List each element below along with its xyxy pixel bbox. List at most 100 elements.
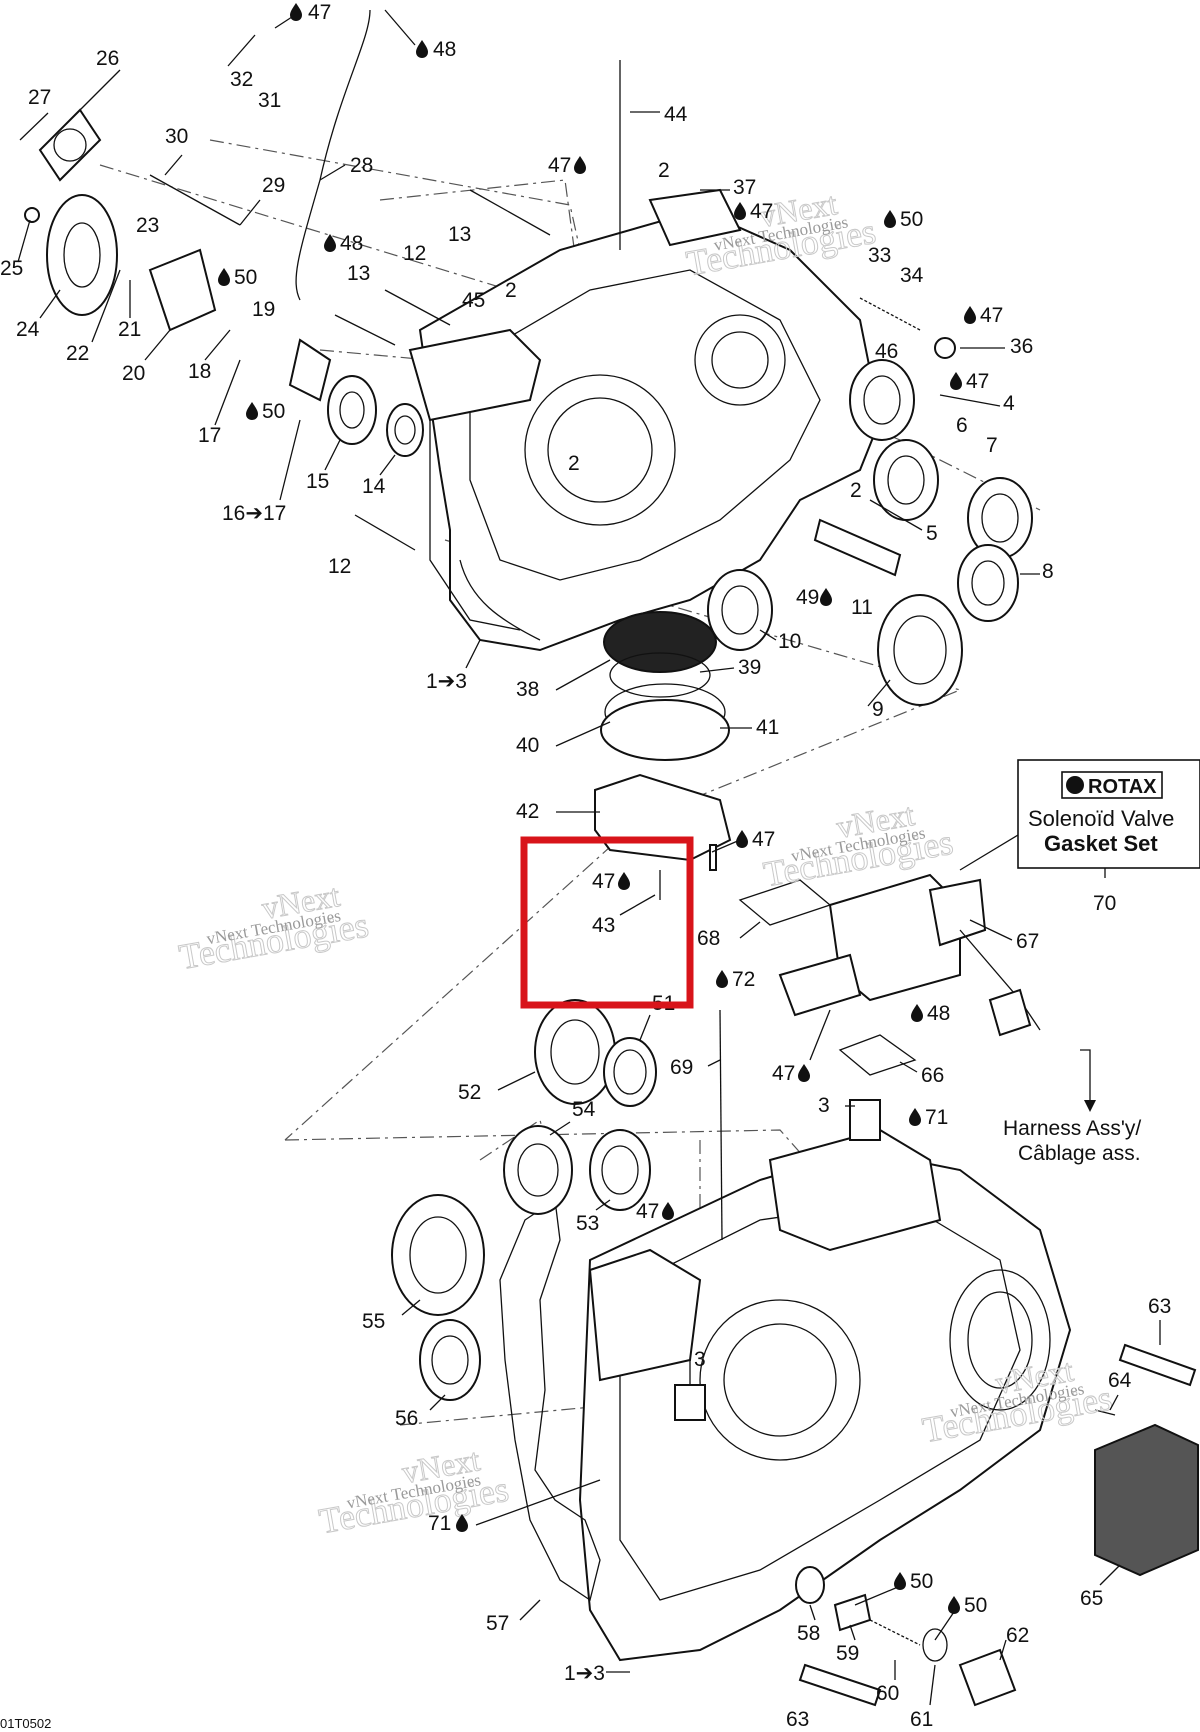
label-2-a: 2 [658,159,670,182]
label-47-g: 47 [980,304,1003,327]
label-58: 58 [797,1622,820,1645]
label-8: 8 [1042,560,1054,583]
label-2-c: 2 [568,452,580,475]
label-60: 60 [876,1682,899,1705]
label-65: 65 [1080,1587,1103,1610]
callout-number: 70 [1093,892,1116,915]
label-25: 25 [0,257,23,280]
drop-icon [618,872,630,890]
harness-line2: Câblage ass. [1018,1142,1141,1165]
label-47-e: 47 [548,154,571,177]
crankcase-gasket-57 [499,1198,601,1602]
label-69: 69 [670,1056,693,1079]
drop-icon [716,970,728,988]
rotax-brand: ROTAX [1088,776,1157,798]
label-50-d: 50 [910,1570,933,1593]
label-9: 9 [872,698,884,721]
label-47-f: 47 [750,200,773,223]
harness-note: Harness Ass'y/ Câblage ass. [1003,1049,1141,1165]
label-27: 27 [28,86,51,109]
label-24: 24 [16,318,40,341]
label-68: 68 [697,927,720,950]
label-3-b: 3 [694,1348,706,1371]
label-22: 22 [66,342,89,365]
label-71-a: 71 [925,1106,948,1129]
label-43: 43 [592,914,615,937]
label-48-c: 48 [340,232,363,255]
label-63-a: 63 [1148,1295,1171,1318]
label-46: 46 [875,340,898,363]
callout-line1: Solenoïd Valve [1028,806,1174,831]
label-40: 40 [516,734,539,757]
label-29: 29 [262,174,285,197]
drop-icon [950,372,962,390]
drop-icon [736,830,748,848]
label-11: 11 [851,596,873,619]
label-55: 55 [362,1310,385,1333]
label-72: 72 [732,968,755,991]
label-38: 38 [516,678,539,701]
label-16-17: 16➔17 [222,502,286,525]
label-54: 54 [572,1098,596,1121]
label-66: 66 [921,1064,944,1087]
label-3-a: 3 [818,1094,830,1117]
label-47: 47 [308,1,331,24]
upper-crankcase [408,188,882,652]
label-45: 45 [462,289,485,312]
drop-icon [909,1108,921,1126]
drop-icon [456,1514,468,1532]
label-2-b: 2 [505,279,517,302]
label-57: 57 [486,1612,509,1635]
label-52: 52 [458,1081,481,1104]
label-31: 31 [258,89,281,112]
label-2-d: 2 [850,479,862,502]
label-12-a: 12 [403,242,426,265]
label-64: 64 [1108,1369,1132,1392]
lower-crankcase [578,1128,1072,1662]
label-47-hl: 47 [592,870,615,893]
label-63-b: 63 [786,1708,809,1731]
label-14: 14 [362,475,386,498]
label-21: 21 [118,318,141,341]
label-34: 34 [900,264,924,287]
drop-icon [884,210,896,228]
label-37: 37 [733,176,756,199]
drop-icon [911,1004,923,1022]
small-parts [24,9,1199,1707]
label-48-b: 48 [927,1002,950,1025]
label-44: 44 [664,103,688,126]
drop-icon [246,402,258,420]
label-4: 4 [1003,392,1015,415]
label-17: 17 [198,424,221,447]
label-53: 53 [576,1212,599,1235]
harness-line1: Harness Ass'y/ [1003,1117,1141,1140]
drop-icon [416,40,428,58]
label-42: 42 [516,800,539,823]
drop-icon [894,1572,906,1590]
label-33: 33 [868,244,891,267]
label-20: 20 [122,362,145,385]
drop-icon [290,3,302,21]
label-18: 18 [188,360,211,383]
highlight-box [520,836,694,1009]
label-50-e: 50 [964,1594,987,1617]
label-61: 61 [910,1708,933,1731]
drop-icon [820,588,832,606]
drop-icon [798,1064,810,1082]
label-19: 19 [252,298,275,321]
label-26: 26 [96,47,119,70]
drop-icon [218,268,230,286]
label-47-b: 47 [752,828,775,851]
label-50-c: 50 [262,400,285,423]
label-1-3-a: 1➔3 [426,670,467,693]
label-62: 62 [1006,1624,1029,1647]
drop-icon [948,1596,960,1614]
callout-line2: Gasket Set [1044,831,1158,856]
label-1-3-b: 1➔3 [564,1662,605,1685]
part-labels: 47 48 32 31 26 27 30 28 29 23 25 24 22 2… [0,1,1171,1731]
label-13-b: 13 [347,262,370,285]
label-10: 10 [778,630,801,653]
label-41: 41 [756,716,779,739]
